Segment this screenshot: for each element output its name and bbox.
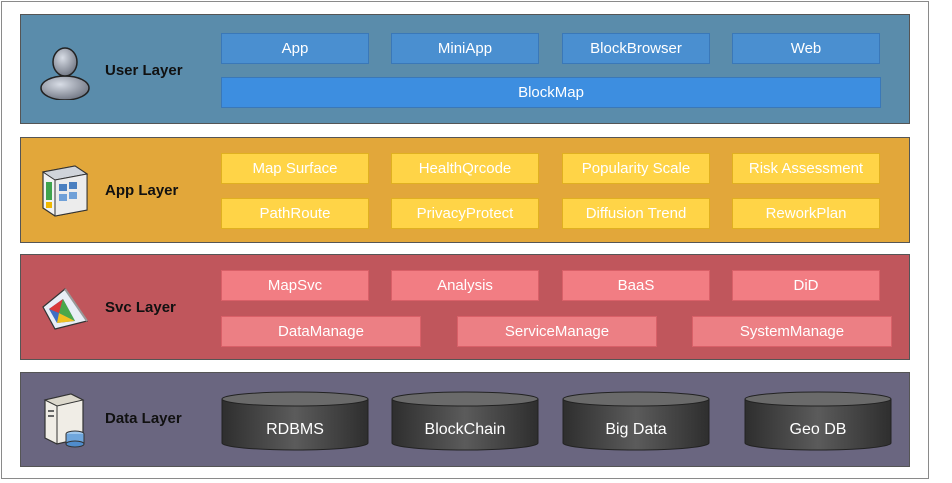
user-item-blockbrowser[interactable]: BlockBrowser xyxy=(562,33,710,64)
svc-item-analysis[interactable]: Analysis xyxy=(391,270,539,301)
app-item-popularity-scale[interactable]: Popularity Scale xyxy=(562,153,710,184)
cylinder-icon xyxy=(562,391,710,451)
app-item-risk-assessment[interactable]: Risk Assessment xyxy=(732,153,880,184)
application-window-icon xyxy=(35,160,95,220)
svc-item-servicemanage[interactable]: ServiceManage xyxy=(457,316,657,347)
data-layer-label: Data Layer xyxy=(105,410,182,427)
svc-item-mapsvc[interactable]: MapSvc xyxy=(221,270,369,301)
datastore-label: RDBMS xyxy=(266,421,324,438)
cylinder-icon xyxy=(744,391,892,451)
datastore-geo-db[interactable]: Geo DB xyxy=(744,391,892,451)
datastore-label: Geo DB xyxy=(789,421,847,438)
user-item-blockmap[interactable]: BlockMap xyxy=(221,77,881,108)
app-item-pathroute[interactable]: PathRoute xyxy=(221,198,369,229)
data-layer: Data Layer RDBMS BlockChain Big Dat xyxy=(20,372,910,467)
app-item-reworkplan[interactable]: ReworkPlan xyxy=(732,198,880,229)
diagram-frame xyxy=(1,1,929,479)
user-icon xyxy=(35,40,95,101)
user-item-app[interactable]: App xyxy=(221,33,369,64)
datastore-label: Big Data xyxy=(605,421,667,438)
app-layer-label: App Layer xyxy=(105,182,179,199)
user-layer: User Layer App MiniApp BlockBrowser Web … xyxy=(20,14,910,124)
app-item-healthqrcode[interactable]: HealthQrcode xyxy=(391,153,539,184)
cylinder-icon xyxy=(221,391,369,451)
svc-layer-label: Svc Layer xyxy=(105,299,176,316)
database-server-icon xyxy=(35,388,95,448)
svc-item-baas[interactable]: BaaS xyxy=(562,270,710,301)
svc-item-datamanage[interactable]: DataManage xyxy=(221,316,421,347)
user-layer-label: User Layer xyxy=(105,62,183,79)
datastore-big-data[interactable]: Big Data xyxy=(562,391,710,451)
user-item-web[interactable]: Web xyxy=(732,33,880,64)
cylinder-icon xyxy=(391,391,539,451)
app-item-diffusion-trend[interactable]: Diffusion Trend xyxy=(562,198,710,229)
datastore-label: BlockChain xyxy=(424,421,506,438)
datastore-rdbms[interactable]: RDBMS xyxy=(221,391,369,451)
user-item-miniapp[interactable]: MiniApp xyxy=(391,33,539,64)
app-item-privacyprotect[interactable]: PrivacyProtect xyxy=(391,198,539,229)
svc-item-systemmanage[interactable]: SystemManage xyxy=(692,316,892,347)
service-prism-icon xyxy=(35,277,95,337)
app-layer: App Layer Map Surface HealthQrcode Popul… xyxy=(20,137,910,243)
app-item-map-surface[interactable]: Map Surface xyxy=(221,153,369,184)
svc-layer: Svc Layer MapSvc Analysis BaaS DiD DataM… xyxy=(20,254,910,360)
datastore-blockchain[interactable]: BlockChain xyxy=(391,391,539,451)
svc-item-did[interactable]: DiD xyxy=(732,270,880,301)
